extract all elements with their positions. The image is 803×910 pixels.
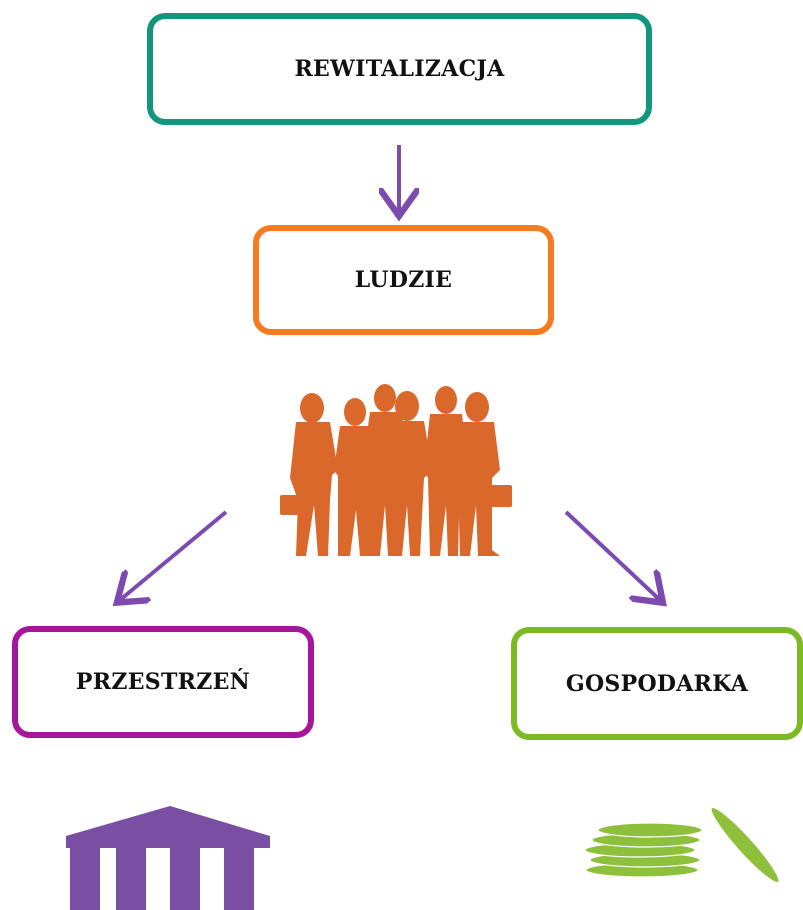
node-przestrzen: PRZESTRZEŃ (12, 626, 314, 738)
node-ludzie: LUDZIE (253, 225, 554, 335)
node-gospodarka-label: GOSPODARKA (565, 670, 749, 697)
arrow-ludzie-przestrzen (120, 510, 228, 600)
node-gospodarka: GOSPODARKA (511, 627, 803, 740)
node-przestrzen-label: PRZESTRZEŃ (75, 669, 251, 695)
arrow-ludzie-gospodarka (564, 510, 660, 600)
node-rewitalizacja: REWITALIZACJA (147, 13, 652, 125)
node-rewitalizacja-label: REWITALIZACJA (294, 56, 505, 82)
node-ludzie-label: LUDZIE (354, 267, 453, 293)
